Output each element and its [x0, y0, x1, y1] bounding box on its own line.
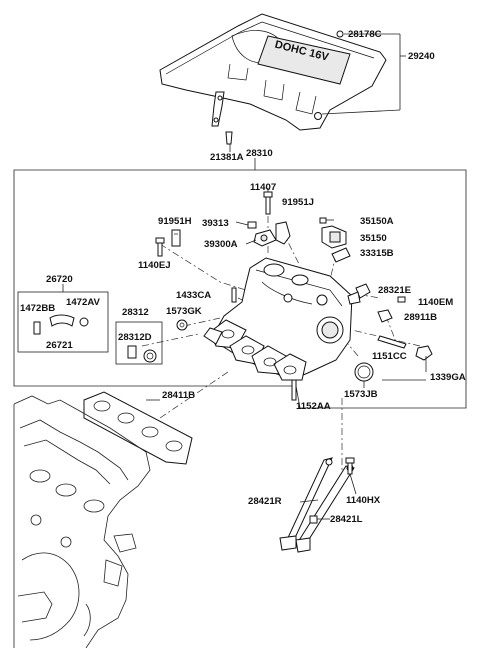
washer-1573gk	[176, 319, 188, 331]
label-1472av: 1472AV	[66, 297, 101, 308]
label-28312d: 28312D	[118, 332, 152, 343]
stud-1152aa	[291, 379, 297, 401]
label-33315b: 33315B	[360, 248, 394, 259]
label-28421l: 28421L	[330, 514, 363, 525]
o-ring-1573jb	[354, 362, 374, 382]
label-35150: 35150	[360, 233, 387, 244]
label-39313: 39313	[202, 218, 229, 229]
label-11407: 11407	[250, 182, 276, 193]
label-28312: 28312	[122, 307, 149, 318]
label-1151cc: 1151CC	[372, 351, 407, 362]
intake-manifold-28310	[203, 257, 353, 381]
label-1152aa: 1152AA	[296, 401, 331, 412]
label-91951j: 91951J	[282, 197, 314, 208]
bolt-28421l-small	[309, 515, 318, 524]
label-1472bb: 1472BB	[20, 303, 55, 314]
cylinder-head-engine	[13, 395, 151, 648]
label-26720: 26720	[46, 274, 73, 285]
stay-28421r	[279, 457, 333, 551]
engine-cover-29240: DOHC 16V	[159, 13, 387, 131]
nut-1339ga	[415, 345, 433, 361]
hose-26721	[33, 314, 89, 335]
bolt-1140ej	[155, 237, 165, 257]
label-39300a: 39300A	[204, 239, 238, 250]
bracket-21381a	[211, 91, 233, 145]
label-1140ej: 1140EJ	[138, 260, 171, 271]
label-1140em: 1140EM	[418, 297, 453, 308]
box-28312	[115, 321, 163, 365]
stud-1151cc	[377, 335, 407, 349]
gasket-28411b	[83, 391, 193, 465]
label-91951h: 91951H	[158, 216, 192, 227]
label-28421r: 28421R	[248, 496, 282, 507]
label-1573jb: 1573JB	[344, 389, 378, 400]
label-1339ga: 1339GA	[430, 372, 466, 383]
label-28911b: 28911B	[404, 312, 437, 323]
label-28321e: 28321E	[378, 285, 412, 296]
label-26721: 26721	[46, 340, 73, 351]
bracket-91951j	[275, 221, 291, 245]
fitting-28312d	[127, 345, 157, 363]
clip-39313	[247, 221, 257, 229]
label-29240: 29240	[408, 51, 435, 62]
bolt-1140hx	[345, 457, 355, 475]
label-28178c: 28178C	[348, 29, 382, 40]
bracket-91951h	[171, 229, 181, 247]
valve-28321e	[347, 283, 371, 305]
sensor-39300a	[253, 229, 277, 247]
label-28310: 28310	[246, 148, 273, 159]
intake-manifold-assembly-frame	[13, 169, 467, 409]
label-28411b: 28411B	[162, 390, 195, 401]
label-35150a: 35150A	[360, 216, 394, 227]
bolt-1433ca	[231, 287, 237, 303]
gasket-28911b	[377, 309, 393, 323]
label-21381a: 21381A	[210, 152, 244, 163]
sensor-35150	[321, 225, 347, 249]
gasket-33315b	[331, 247, 351, 263]
bolt-11407	[263, 191, 273, 215]
label-1140hx: 1140HX	[346, 495, 381, 506]
label-1433ca: 1433CA	[176, 290, 211, 301]
part-labels: 28178C 29240 21381A 28310 11407 91951J 9…	[20, 29, 466, 525]
label-1573gk: 1573GK	[166, 306, 202, 317]
bolt-35150a	[319, 217, 327, 224]
bolt-1140em	[397, 296, 406, 303]
